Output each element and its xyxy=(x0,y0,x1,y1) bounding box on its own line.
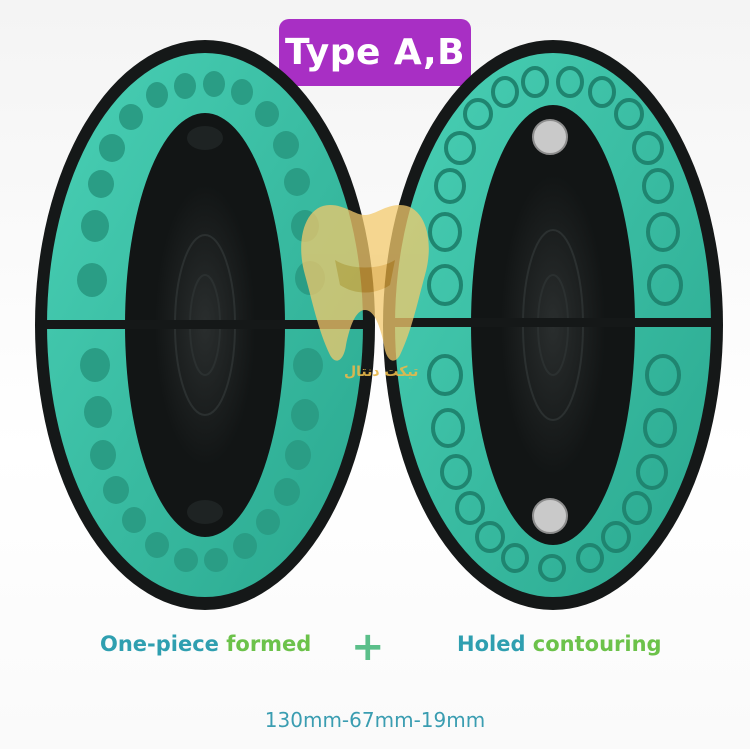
type-badge: Type A,B xyxy=(279,19,471,86)
caption-right-part1: Holed xyxy=(457,632,533,656)
magnet-top-icon xyxy=(532,119,568,155)
dimensions-label: 130mm-67mm-19mm xyxy=(264,708,486,732)
watermark-text: تیکت دنتال xyxy=(344,364,419,380)
right-tray xyxy=(383,40,723,610)
caption-left-part1: One-piece xyxy=(100,632,227,656)
caption-left-part2: formed xyxy=(226,632,312,656)
magnet-bottom-icon xyxy=(532,498,568,534)
tooth-logo-icon xyxy=(301,205,429,361)
type-title: Type A,B xyxy=(284,32,466,73)
caption-holed: Holed contouring xyxy=(457,632,662,656)
caption-right-part2: contouring xyxy=(532,632,662,656)
right-tooth-holes xyxy=(427,66,683,582)
caption-one-piece: One-piece formed xyxy=(100,632,311,656)
product-image xyxy=(35,40,723,610)
left-tray xyxy=(35,40,375,610)
plus-icon: + xyxy=(351,624,385,670)
